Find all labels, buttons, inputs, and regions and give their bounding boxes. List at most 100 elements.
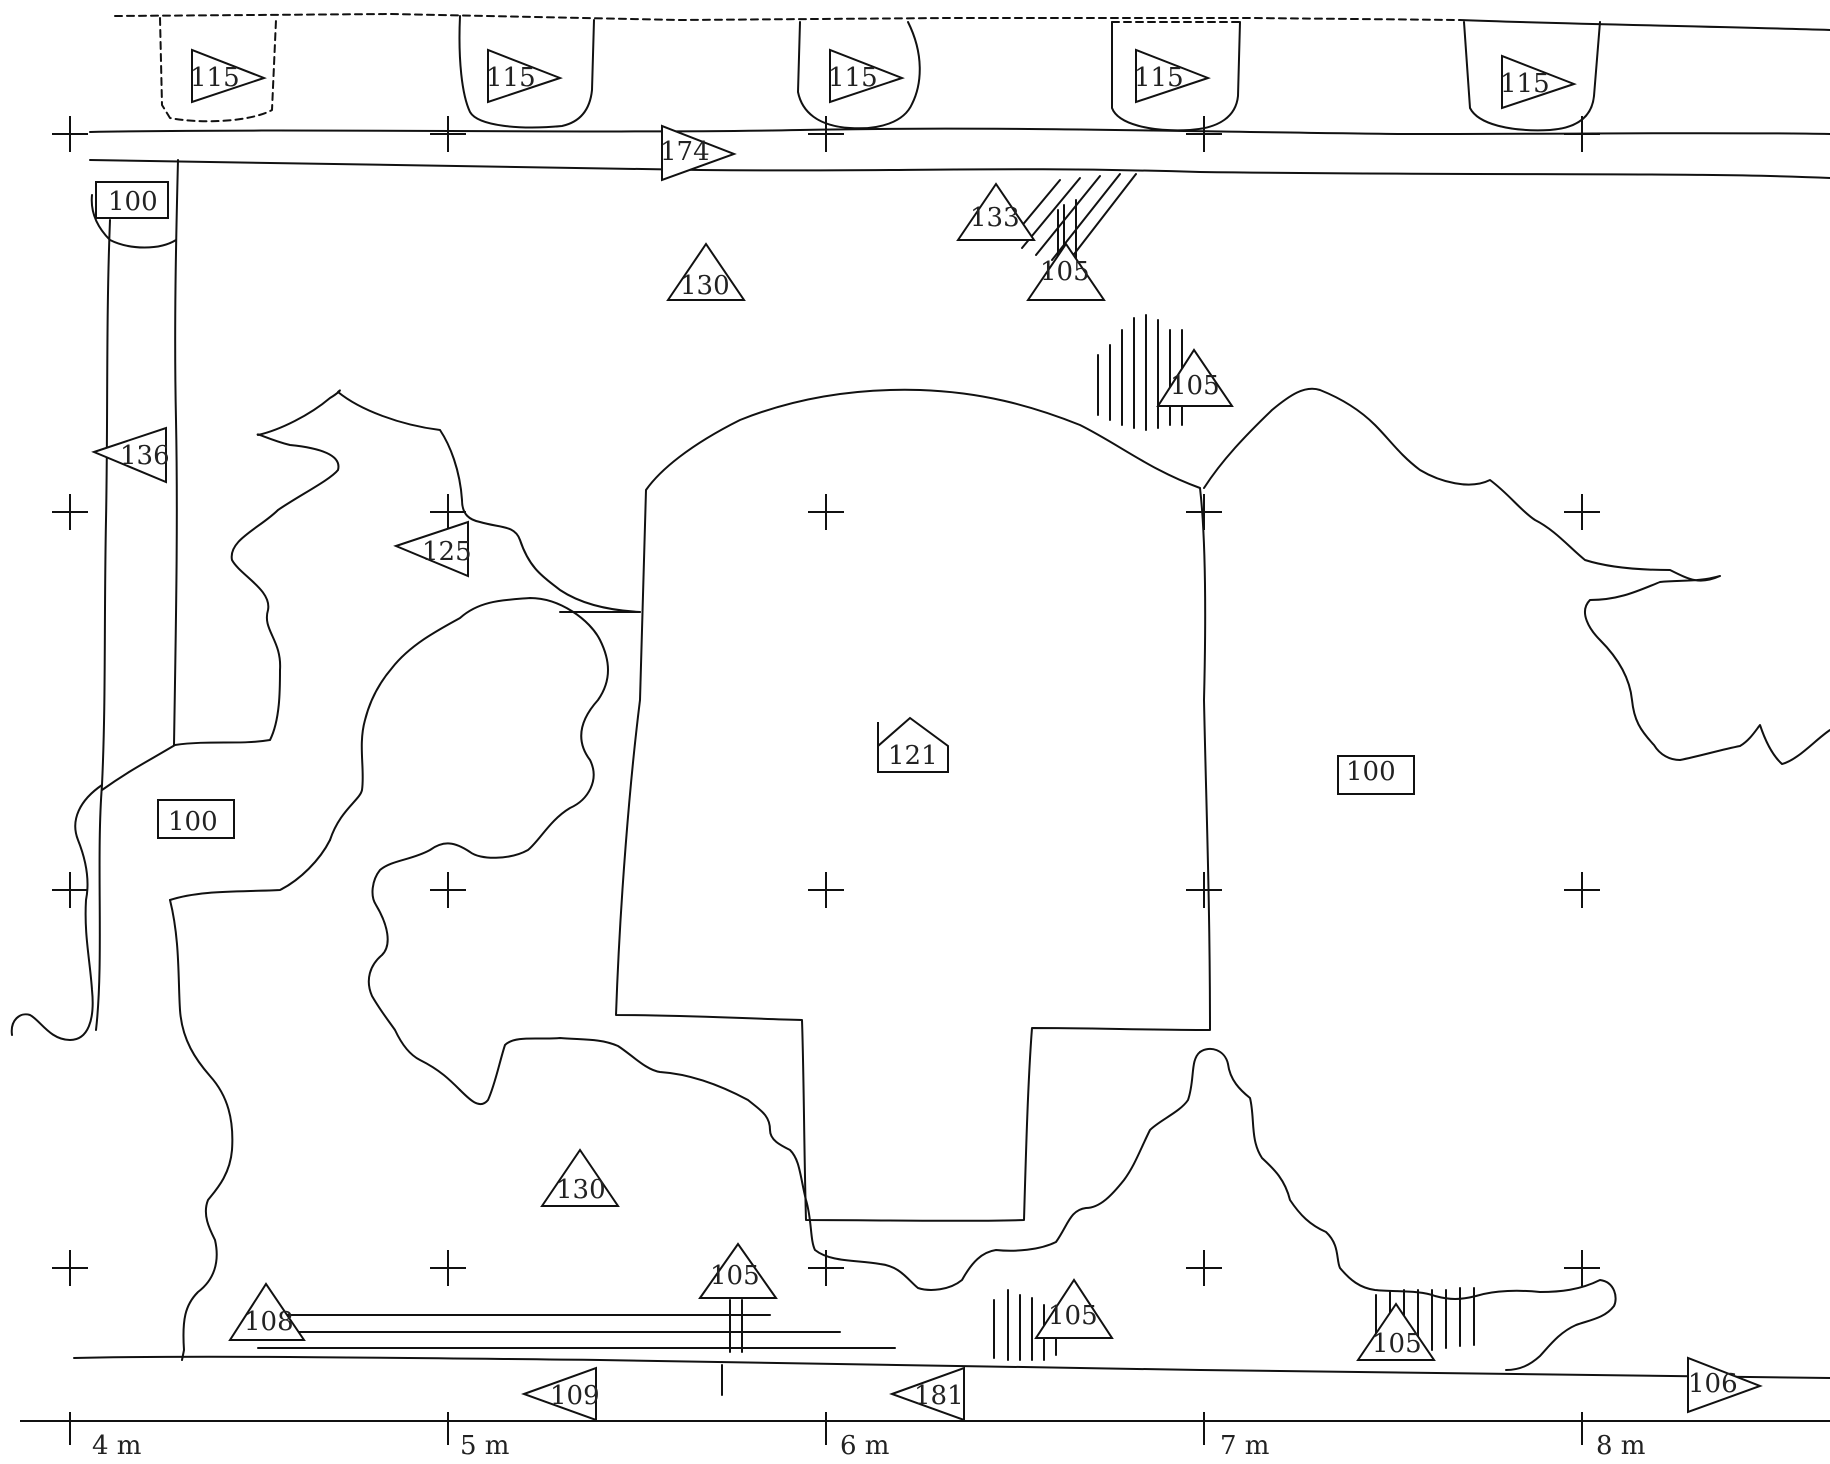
marker-133: 133 (956, 182, 1036, 241)
grid-cross (808, 1250, 844, 1286)
grid-cross (52, 494, 88, 530)
feature-121-outline (615, 388, 1211, 1222)
marker-115-e: 115 (1500, 54, 1577, 110)
svg-text:105: 105 (1048, 1301, 1098, 1331)
grid-cross (1564, 1250, 1600, 1286)
grid-cross (430, 1250, 466, 1286)
marker-115-d: 115 (1134, 48, 1211, 104)
contour-far-left (10, 784, 103, 1041)
scale-label-7m: 7 m (1220, 1431, 1269, 1460)
grid-cross (430, 116, 466, 152)
marker-121: 121 (877, 716, 949, 773)
marker-115-c: 115 (828, 48, 905, 104)
contour-lower-right (1199, 1047, 1617, 1371)
find-markers: 115 115 115 115 115 174 100 133 105 130 … (91, 48, 1763, 1422)
marker-108: 108 (228, 1282, 306, 1341)
svg-text:136: 136 (120, 441, 170, 471)
grid-cross (1564, 116, 1600, 152)
grid-cross (808, 116, 844, 152)
left-wall-inner (173, 159, 179, 746)
marker-115-a: 115 (190, 48, 267, 104)
top-strip-upper-edge (114, 13, 1461, 21)
marker-115-b: 115 (486, 48, 563, 104)
svg-text:100: 100 (168, 807, 218, 837)
svg-text:105: 105 (710, 1261, 760, 1291)
marker-105-a: 105 (1026, 242, 1106, 301)
marker-105-e: 105 (1356, 1302, 1436, 1361)
wall-band-top (89, 127, 1830, 135)
marker-100-b: 100 (157, 799, 235, 839)
grid-cross (1186, 116, 1222, 152)
scale-label-5m: 5 m (460, 1431, 509, 1460)
marker-105-d: 105 (1034, 1278, 1114, 1339)
niche-1 (159, 17, 277, 123)
svg-text:115: 115 (486, 63, 536, 93)
scale-bar: 4 m 5 m 6 m 7 m 8 m (20, 1412, 1830, 1461)
left-band-lower (169, 839, 331, 901)
svg-text:125: 125 (422, 537, 472, 567)
contour-upper-left (230, 389, 641, 671)
svg-text:174: 174 (660, 137, 710, 167)
svg-text:100: 100 (108, 187, 158, 217)
grid-cross (1564, 872, 1600, 908)
marker-109: 109 (521, 1366, 600, 1422)
grid-cross (52, 116, 88, 152)
marker-125: 125 (393, 520, 472, 578)
grid-cross (430, 872, 466, 908)
grid-cross (1186, 872, 1222, 908)
grid-cross (430, 494, 466, 530)
niche-3 (797, 21, 921, 130)
small-niche-left (90, 194, 177, 249)
marker-100-a: 100 (95, 181, 169, 219)
marker-100-c: 100 (1337, 755, 1415, 795)
grid-cross (808, 494, 844, 530)
scale-label-4m: 4 m (92, 1431, 141, 1460)
niche-5 (1463, 21, 1601, 132)
hatching-lower-left (257, 1299, 896, 1396)
contour-lower-left-a (169, 899, 234, 1361)
svg-text:115: 115 (190, 63, 240, 93)
niche-2 (458, 15, 595, 129)
svg-text:115: 115 (828, 63, 878, 93)
niche-4 (1111, 21, 1241, 132)
scale-label-8m: 8 m (1596, 1431, 1645, 1460)
marker-136: 136 (91, 426, 170, 484)
marker-105-c: 105 (698, 1242, 778, 1299)
svg-text:100: 100 (1346, 757, 1396, 787)
svg-text:115: 115 (1134, 63, 1184, 93)
grid-cross (52, 1250, 88, 1286)
contour-mid-left (329, 597, 609, 1091)
wall-band-bottom (89, 159, 1830, 179)
svg-text:105: 105 (1372, 1329, 1422, 1359)
contour-right (1203, 387, 1830, 765)
marker-181: 181 (889, 1366, 965, 1422)
grid-cross (1186, 494, 1222, 530)
svg-text:130: 130 (680, 271, 730, 301)
svg-text:130: 130 (556, 1175, 606, 1205)
top-strip-upper-edge-right (1459, 19, 1830, 31)
svg-text:105: 105 (1040, 257, 1090, 287)
marker-130-b: 130 (540, 1148, 620, 1207)
svg-text:105: 105 (1170, 371, 1220, 401)
marker-106: 106 (1687, 1356, 1763, 1414)
svg-text:121: 121 (888, 741, 938, 771)
contour-lower-mid (459, 1037, 1201, 1291)
svg-text:115: 115 (1500, 69, 1550, 99)
grid-cross (52, 872, 88, 908)
svg-text:181: 181 (914, 1381, 964, 1411)
grid-cross (1564, 494, 1600, 530)
grid-cross (808, 872, 844, 908)
grid-cross (1186, 1250, 1222, 1286)
svg-text:108: 108 (244, 1307, 294, 1337)
svg-text:109: 109 (550, 1381, 600, 1411)
bottom-wall-line (73, 1355, 1830, 1379)
scale-label-6m: 6 m (840, 1431, 889, 1460)
svg-text:106: 106 (1688, 1369, 1738, 1399)
marker-174: 174 (660, 124, 737, 182)
left-band-upper (101, 669, 281, 791)
left-wall-outer (95, 219, 111, 1031)
marker-130-a: 130 (666, 242, 746, 301)
svg-text:133: 133 (970, 203, 1020, 233)
